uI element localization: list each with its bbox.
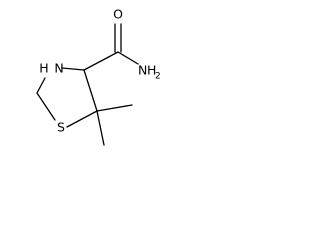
bond-s-c2 bbox=[36, 92, 56, 121]
bond-c2-n bbox=[36, 77, 46, 94]
bond-c5-methyl-b bbox=[96, 104, 133, 112]
chemical-structure: O N H S N H 2 bbox=[36, 7, 160, 146]
bond-c5-methyl-a bbox=[96, 110, 105, 146]
amide-nitrogen-label: N bbox=[138, 63, 147, 78]
bond-c5-s bbox=[66, 110, 98, 128]
bond-c4-c5 bbox=[83, 69, 98, 112]
amide-hydrogen-subscript: 2 bbox=[155, 72, 160, 82]
bond-carbonyl-amide-n bbox=[117, 51, 139, 65]
sulfur-label: S bbox=[57, 120, 65, 135]
oxygen-label: O bbox=[113, 7, 123, 22]
bond-c4-carbonyl bbox=[83, 51, 119, 71]
amide-hydrogen-label: H bbox=[147, 63, 156, 78]
bond-n-c4 bbox=[61, 67, 85, 71]
ring-hydrogen-label: H bbox=[39, 61, 48, 76]
ring-nitrogen-label: N bbox=[54, 61, 63, 76]
